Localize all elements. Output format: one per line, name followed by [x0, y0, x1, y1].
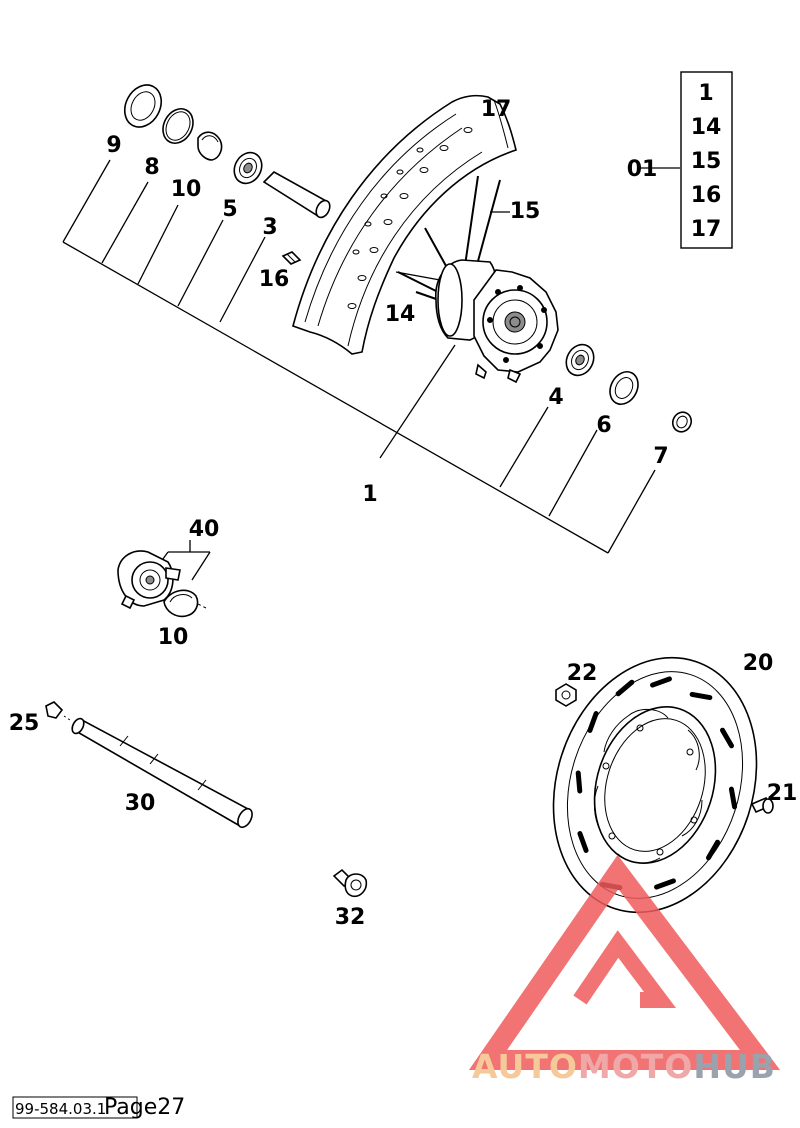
kit-item-16: 16	[691, 183, 722, 208]
callout-21: 21	[767, 781, 798, 806]
callout-10: 10	[171, 177, 202, 202]
callout-40: 40	[189, 517, 220, 542]
callout-5: 5	[222, 197, 237, 222]
callout-10-lower: 10	[158, 625, 189, 650]
callout-8: 8	[144, 155, 159, 180]
brake-disc-slots	[575, 676, 738, 891]
axle-nut-25	[45, 701, 71, 721]
footer-code: 99-584.03.1	[15, 1100, 106, 1118]
watermark-word-hub: HUB	[693, 1047, 776, 1086]
wheel-hub	[435, 259, 559, 384]
speedometer-drive-40	[117, 540, 211, 610]
watermark-logo-inner	[573, 930, 676, 1008]
front-axle-30	[71, 717, 253, 829]
spacer-sleeve-3	[262, 171, 331, 219]
watermark-logo-outer	[468, 854, 781, 1070]
callout-25: 25	[9, 711, 40, 736]
leader-lines	[62, 159, 680, 554]
nipple-16	[281, 251, 302, 265]
callout-16: 16	[259, 267, 290, 292]
callout-9: 9	[106, 133, 121, 158]
kit-item-1: 1	[698, 81, 713, 106]
kit-item-17: 17	[691, 217, 722, 242]
footer: 99-584.03.1 Page27	[12, 1095, 185, 1120]
watermark-logo-icon	[468, 854, 781, 1070]
callout-20: 20	[743, 651, 774, 676]
seal-ring-9	[123, 84, 163, 128]
bearing-5	[233, 151, 263, 185]
callout-30: 30	[125, 791, 156, 816]
callout-22: 22	[567, 661, 598, 686]
callout-1: 1	[362, 482, 377, 507]
rim-spoke-holes	[347, 127, 473, 309]
callout-17: 17	[481, 97, 512, 122]
callout-32: 32	[335, 905, 366, 930]
watermark: AUTOMOTOHUB	[468, 854, 781, 1086]
brake-disc-cutouts	[593, 709, 703, 864]
seal-ring-6	[609, 370, 639, 406]
watermark-word-auto: AUTO	[472, 1047, 578, 1086]
bearing-4	[565, 343, 595, 377]
o-ring-8	[162, 108, 194, 144]
circlip-10b	[163, 589, 207, 618]
callout-6: 6	[596, 413, 611, 438]
brake-disc-20	[552, 656, 758, 914]
kit-box-01	[680, 71, 733, 249]
wheel-rim	[292, 94, 517, 355]
kit-item-15: 15	[691, 149, 722, 174]
callout-15: 15	[510, 199, 541, 224]
nut-22	[555, 683, 577, 707]
callout-14: 14	[385, 302, 416, 327]
callout-labels: 9 8 10 5 3 16 14 15 17 1 4 6 7 40 10 25 …	[9, 81, 798, 930]
callout-3: 3	[262, 215, 277, 240]
kit-label-01: 01	[627, 157, 658, 182]
bolt-32	[332, 868, 368, 898]
watermark-text: AUTOMOTOHUB	[472, 1047, 776, 1086]
spacer-7	[671, 411, 693, 433]
footer-code-box	[12, 1096, 138, 1119]
circlip-10	[197, 131, 223, 161]
watermark-word-moto: MOTO	[578, 1047, 693, 1086]
callout-7: 7	[653, 444, 668, 469]
footer-page-number: Page27	[104, 1095, 185, 1120]
kit-item-14: 14	[691, 115, 722, 140]
screw-21	[750, 796, 774, 814]
callout-4: 4	[548, 385, 563, 410]
